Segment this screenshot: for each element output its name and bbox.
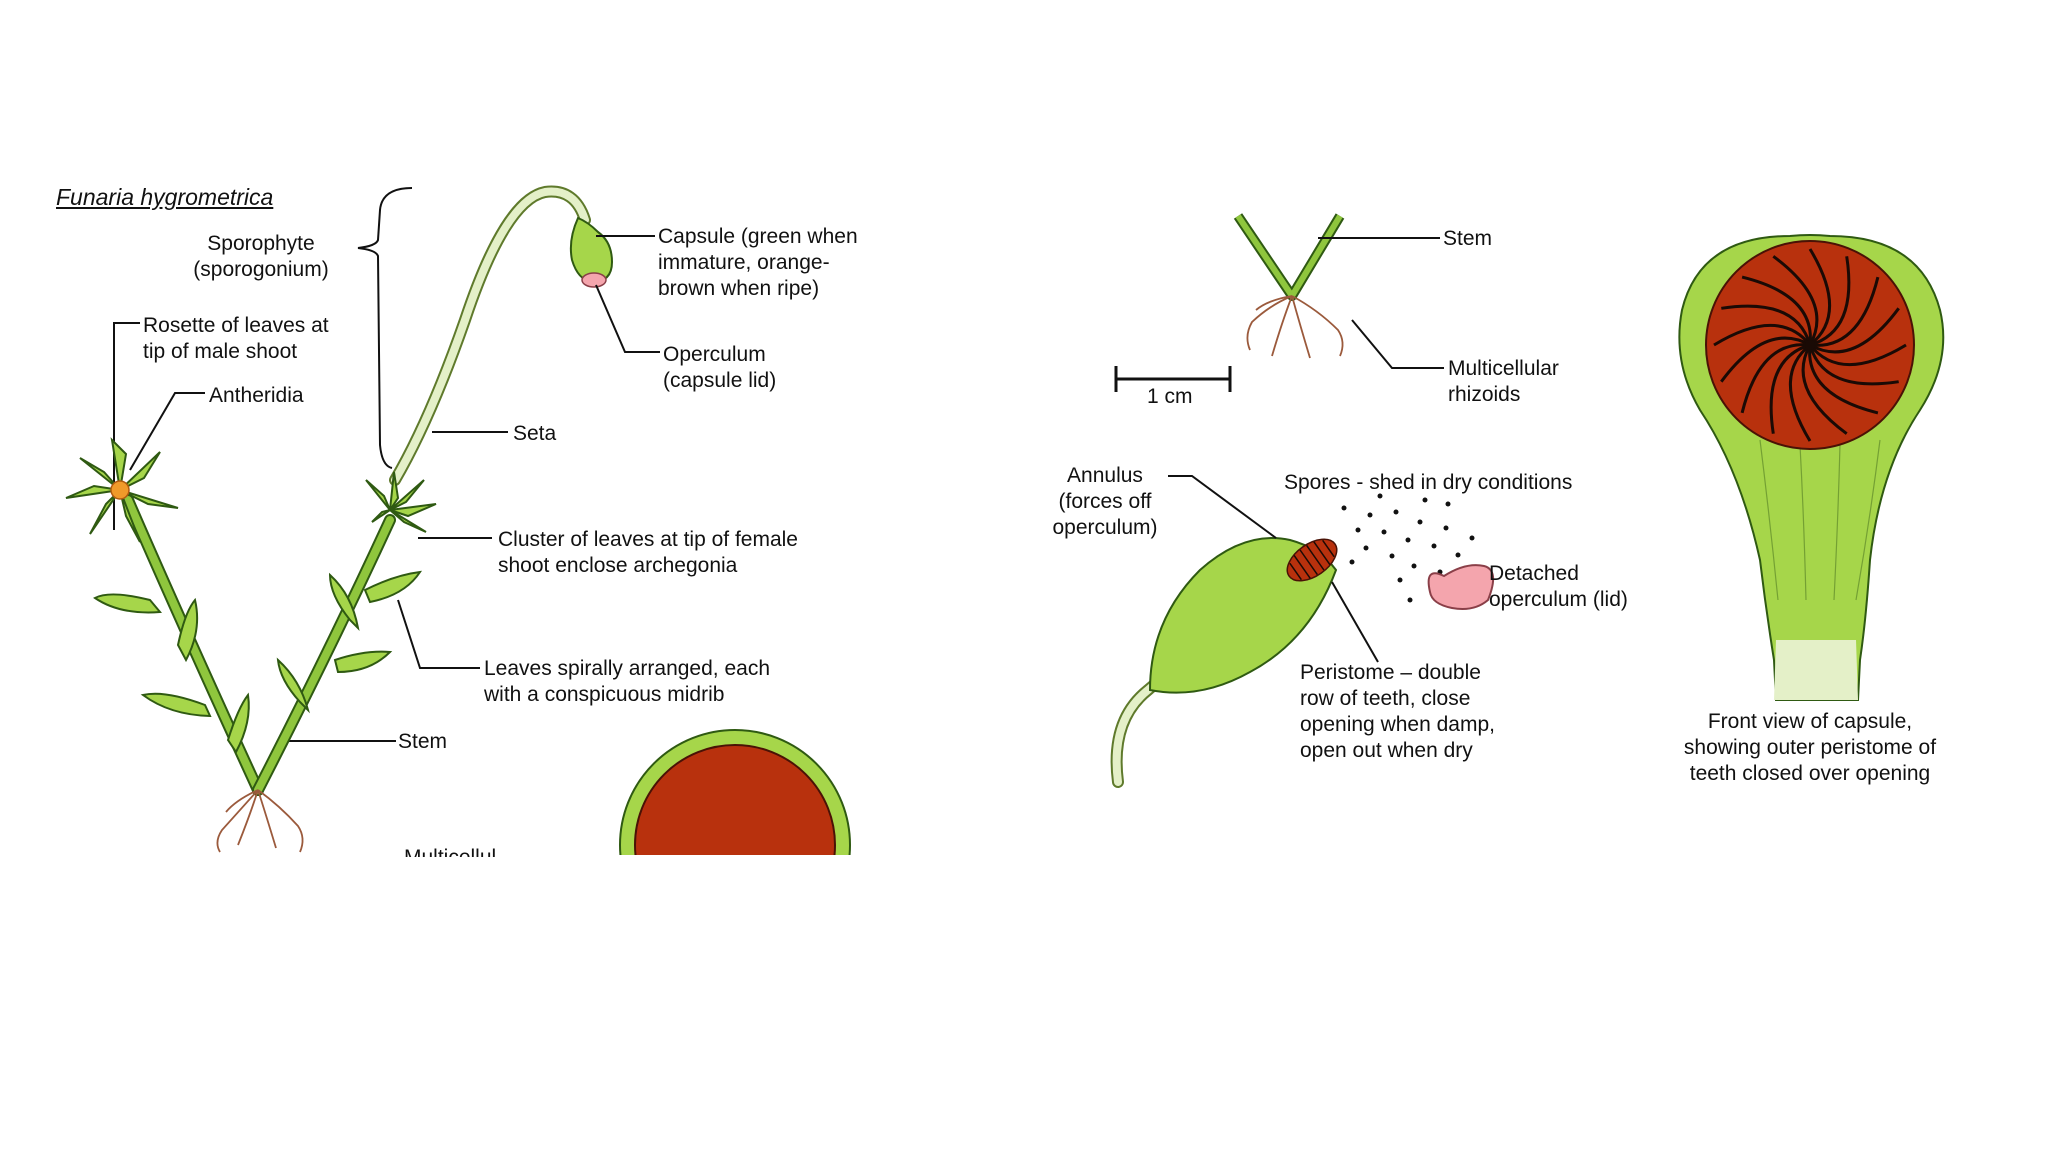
peristome-label: Peristome – double row of teeth, close o… <box>1300 661 1495 762</box>
left-rhizoids <box>216 789 304 853</box>
scale-label: 1 cm <box>1147 385 1193 408</box>
sporophyte-bracket <box>357 187 413 469</box>
stem-label-right: Stem <box>1443 227 1493 250</box>
antheridia-label: Antheridia <box>209 384 304 407</box>
operculum-label: Operculum (capsule lid) <box>663 343 777 392</box>
peristome-tooth <box>1713 324 1812 347</box>
right-stem <box>1233 213 1345 301</box>
detached-operculum <box>1427 564 1495 610</box>
annulus-label: Annulus (forces off operculum) <box>1052 464 1158 539</box>
front-view-capsule <box>1678 234 1945 701</box>
capsule-label: Capsule (green when immature, orange- br… <box>658 225 858 300</box>
peristome-tooth <box>1809 256 1851 347</box>
left-capsule-front-partial <box>619 729 851 855</box>
capsule <box>569 216 614 284</box>
species-title: Funaria hygrometrica <box>56 184 274 210</box>
detached-operculum-label: Detached operculum (lid) <box>1489 562 1628 611</box>
leaves-label: Leaves spirally arranged, each with a co… <box>484 657 771 706</box>
rhizoids-label-cut: Multicellul... <box>404 846 514 857</box>
peristome-tooth <box>1721 304 1812 346</box>
rhizoids-label: Multicellular rhizoids <box>1448 357 1559 406</box>
stem-label-left: Stem <box>398 730 448 753</box>
sporophyte-label: Sporophyte (sporogonium) <box>193 232 329 281</box>
peristome-tooth <box>1808 344 1879 415</box>
peristome-tooth <box>1789 343 1812 442</box>
spores-label: Spores - shed in dry conditions <box>1284 471 1573 494</box>
peristome-tooth <box>1741 275 1812 346</box>
peristome-tooth <box>1808 248 1831 347</box>
peristome-tooth <box>1808 344 1899 386</box>
peristome-tooth <box>1720 336 1811 383</box>
left-panel-crop: Multicellul... <box>40 160 860 857</box>
peristome-tooth <box>1769 343 1811 434</box>
female-leaf-cluster <box>365 471 437 533</box>
peristome-tooth <box>1772 255 1819 346</box>
peristome-teeth <box>1286 538 1338 582</box>
peristome-tooth <box>1809 307 1900 354</box>
right-rhizoids <box>1246 295 1344 359</box>
antheridia <box>110 480 130 500</box>
rosette-label: Rosette of leaves at tip of male shoot <box>143 314 329 363</box>
seta-label: Seta <box>513 422 557 445</box>
cluster-label: Cluster of leaves at tip of female shoot… <box>498 528 798 577</box>
peristome-tooth <box>1740 343 1811 414</box>
peristome-tooth <box>1801 344 1848 435</box>
front-view-caption: Front view of capsule, showing outer per… <box>1683 710 1937 785</box>
male-rosette <box>65 437 179 543</box>
operculum <box>581 272 607 288</box>
peristome-tooth <box>1809 276 1880 347</box>
peristome-tooth <box>1808 343 1907 366</box>
scale-bar <box>1114 366 1232 392</box>
